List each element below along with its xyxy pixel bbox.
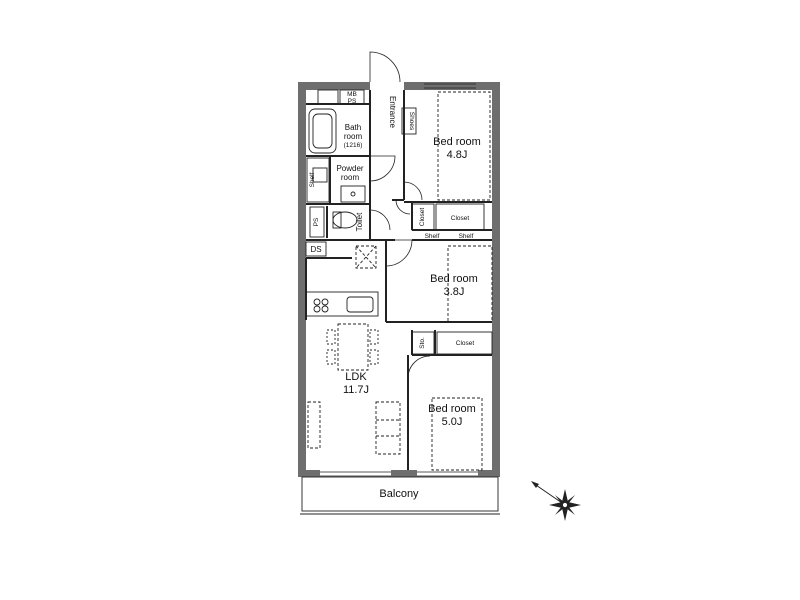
- room-label-ldk: LDK 11.7J: [343, 371, 369, 396]
- ds-label: DS: [310, 245, 321, 254]
- bed3-name: Bed room: [428, 403, 476, 415]
- entrance-label: Entrance: [388, 96, 397, 129]
- toilet-label: Toilet: [355, 212, 364, 231]
- compass-rose-icon: [531, 481, 581, 521]
- closet1-label: Closet: [419, 208, 426, 227]
- mb-label: MB: [347, 91, 357, 98]
- doors: [369, 51, 431, 379]
- shoes-label: Shoes: [408, 112, 415, 131]
- bed1-size: 4.8J: [447, 149, 468, 161]
- ps1-label: PS: [348, 98, 357, 105]
- windows: [320, 83, 478, 477]
- bed1-name: Bed room: [433, 136, 481, 148]
- room-label-bed2: Bed room 3.8J: [430, 273, 478, 298]
- bed2-name: Bed room: [430, 273, 478, 285]
- sto-label: Sto.: [419, 337, 426, 349]
- powder-line2: room: [341, 173, 360, 182]
- bath-note: (1216): [344, 142, 363, 149]
- interior-walls: [305, 90, 492, 470]
- ldk-size: 11.7J: [343, 384, 369, 396]
- bed2-size: 3.8J: [444, 286, 465, 298]
- closet3-label: Closet: [456, 340, 475, 347]
- bed3-size: 5.0J: [442, 416, 463, 428]
- ldk-name: LDK: [345, 371, 367, 383]
- fixtures: [300, 89, 500, 515]
- shelf2-label: Shelf: [459, 233, 474, 240]
- room-label-powder: Powder room: [336, 164, 363, 182]
- ps2-label: PS: [313, 217, 320, 226]
- room-label-bed1: Bed room 4.8J: [433, 136, 481, 161]
- shelf1-label: Shelf: [425, 233, 440, 240]
- bath-line2: room: [344, 132, 363, 141]
- room-label-bath: Bath room (1216): [344, 123, 363, 149]
- balcony-label: Balcony: [379, 488, 419, 500]
- powder-line1: Powder: [336, 164, 363, 173]
- exterior-walls: [298, 82, 500, 477]
- shelf3-label: Shelf: [309, 172, 316, 187]
- bath-line1: Bath: [345, 123, 361, 132]
- closet2-label: Closet: [451, 215, 470, 222]
- room-label-bed3: Bed room 5.0J: [428, 403, 476, 428]
